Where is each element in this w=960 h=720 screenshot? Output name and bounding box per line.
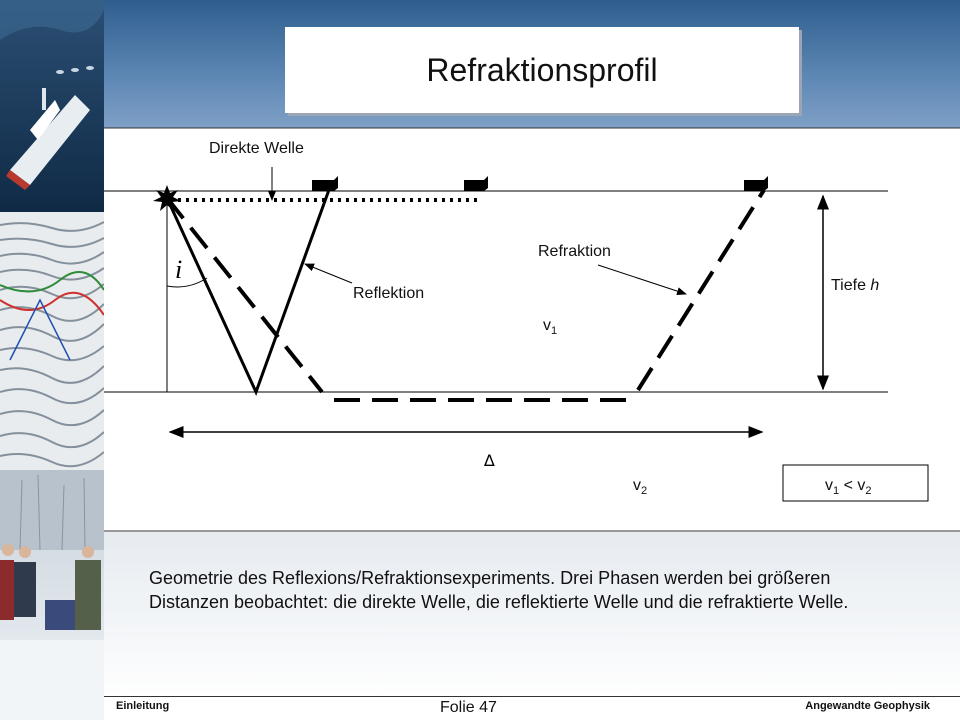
caption-text: Geometrie des Reflexions/Refraktionsexpe… xyxy=(149,568,849,612)
refraction-label: Refraktion xyxy=(538,243,611,260)
velocity-v2-label: v2 xyxy=(633,477,647,497)
seismic-section-image xyxy=(0,212,104,470)
sidebar-photos xyxy=(0,0,104,720)
ship-photo xyxy=(0,0,104,212)
angle-arc xyxy=(166,277,208,288)
refraction-diagram: Direkte Welle Refraktion Reflektion i Ti… xyxy=(104,127,960,532)
reflection-label: Reflektion xyxy=(353,285,424,302)
refraction-ray-down xyxy=(165,196,324,394)
refraction-leader xyxy=(597,264,687,295)
footer-divider xyxy=(104,696,960,697)
reflection-ray xyxy=(165,186,332,396)
velocity-v1-label: v1 xyxy=(543,317,557,337)
slide-title: Refraktionsprofil xyxy=(285,27,799,113)
source-starburst-icon xyxy=(153,185,181,211)
velocity-relation-box xyxy=(782,464,929,502)
sidebar-photos-graphic xyxy=(0,0,104,720)
footer-section-label: Einleitung xyxy=(116,700,170,712)
field-work-photo xyxy=(0,470,104,720)
geophone-icon xyxy=(744,176,768,191)
depth-label: Tiefe h xyxy=(831,277,879,294)
caption-panel xyxy=(104,532,960,696)
distance-label: ∆ xyxy=(483,451,495,470)
slide-number: Folie 47 xyxy=(440,699,497,716)
refraction-ray-up xyxy=(636,188,766,392)
reflection-leader xyxy=(304,263,353,284)
geophone-icon xyxy=(312,176,338,191)
direct-wave-label: Direkte Welle xyxy=(209,140,304,157)
velocity-relation-text: v1 < v2 xyxy=(825,477,871,497)
angle-label: i xyxy=(175,255,182,284)
geophone-icon xyxy=(464,176,488,191)
footer-course-label: Angewandte Geophysik xyxy=(805,700,930,712)
